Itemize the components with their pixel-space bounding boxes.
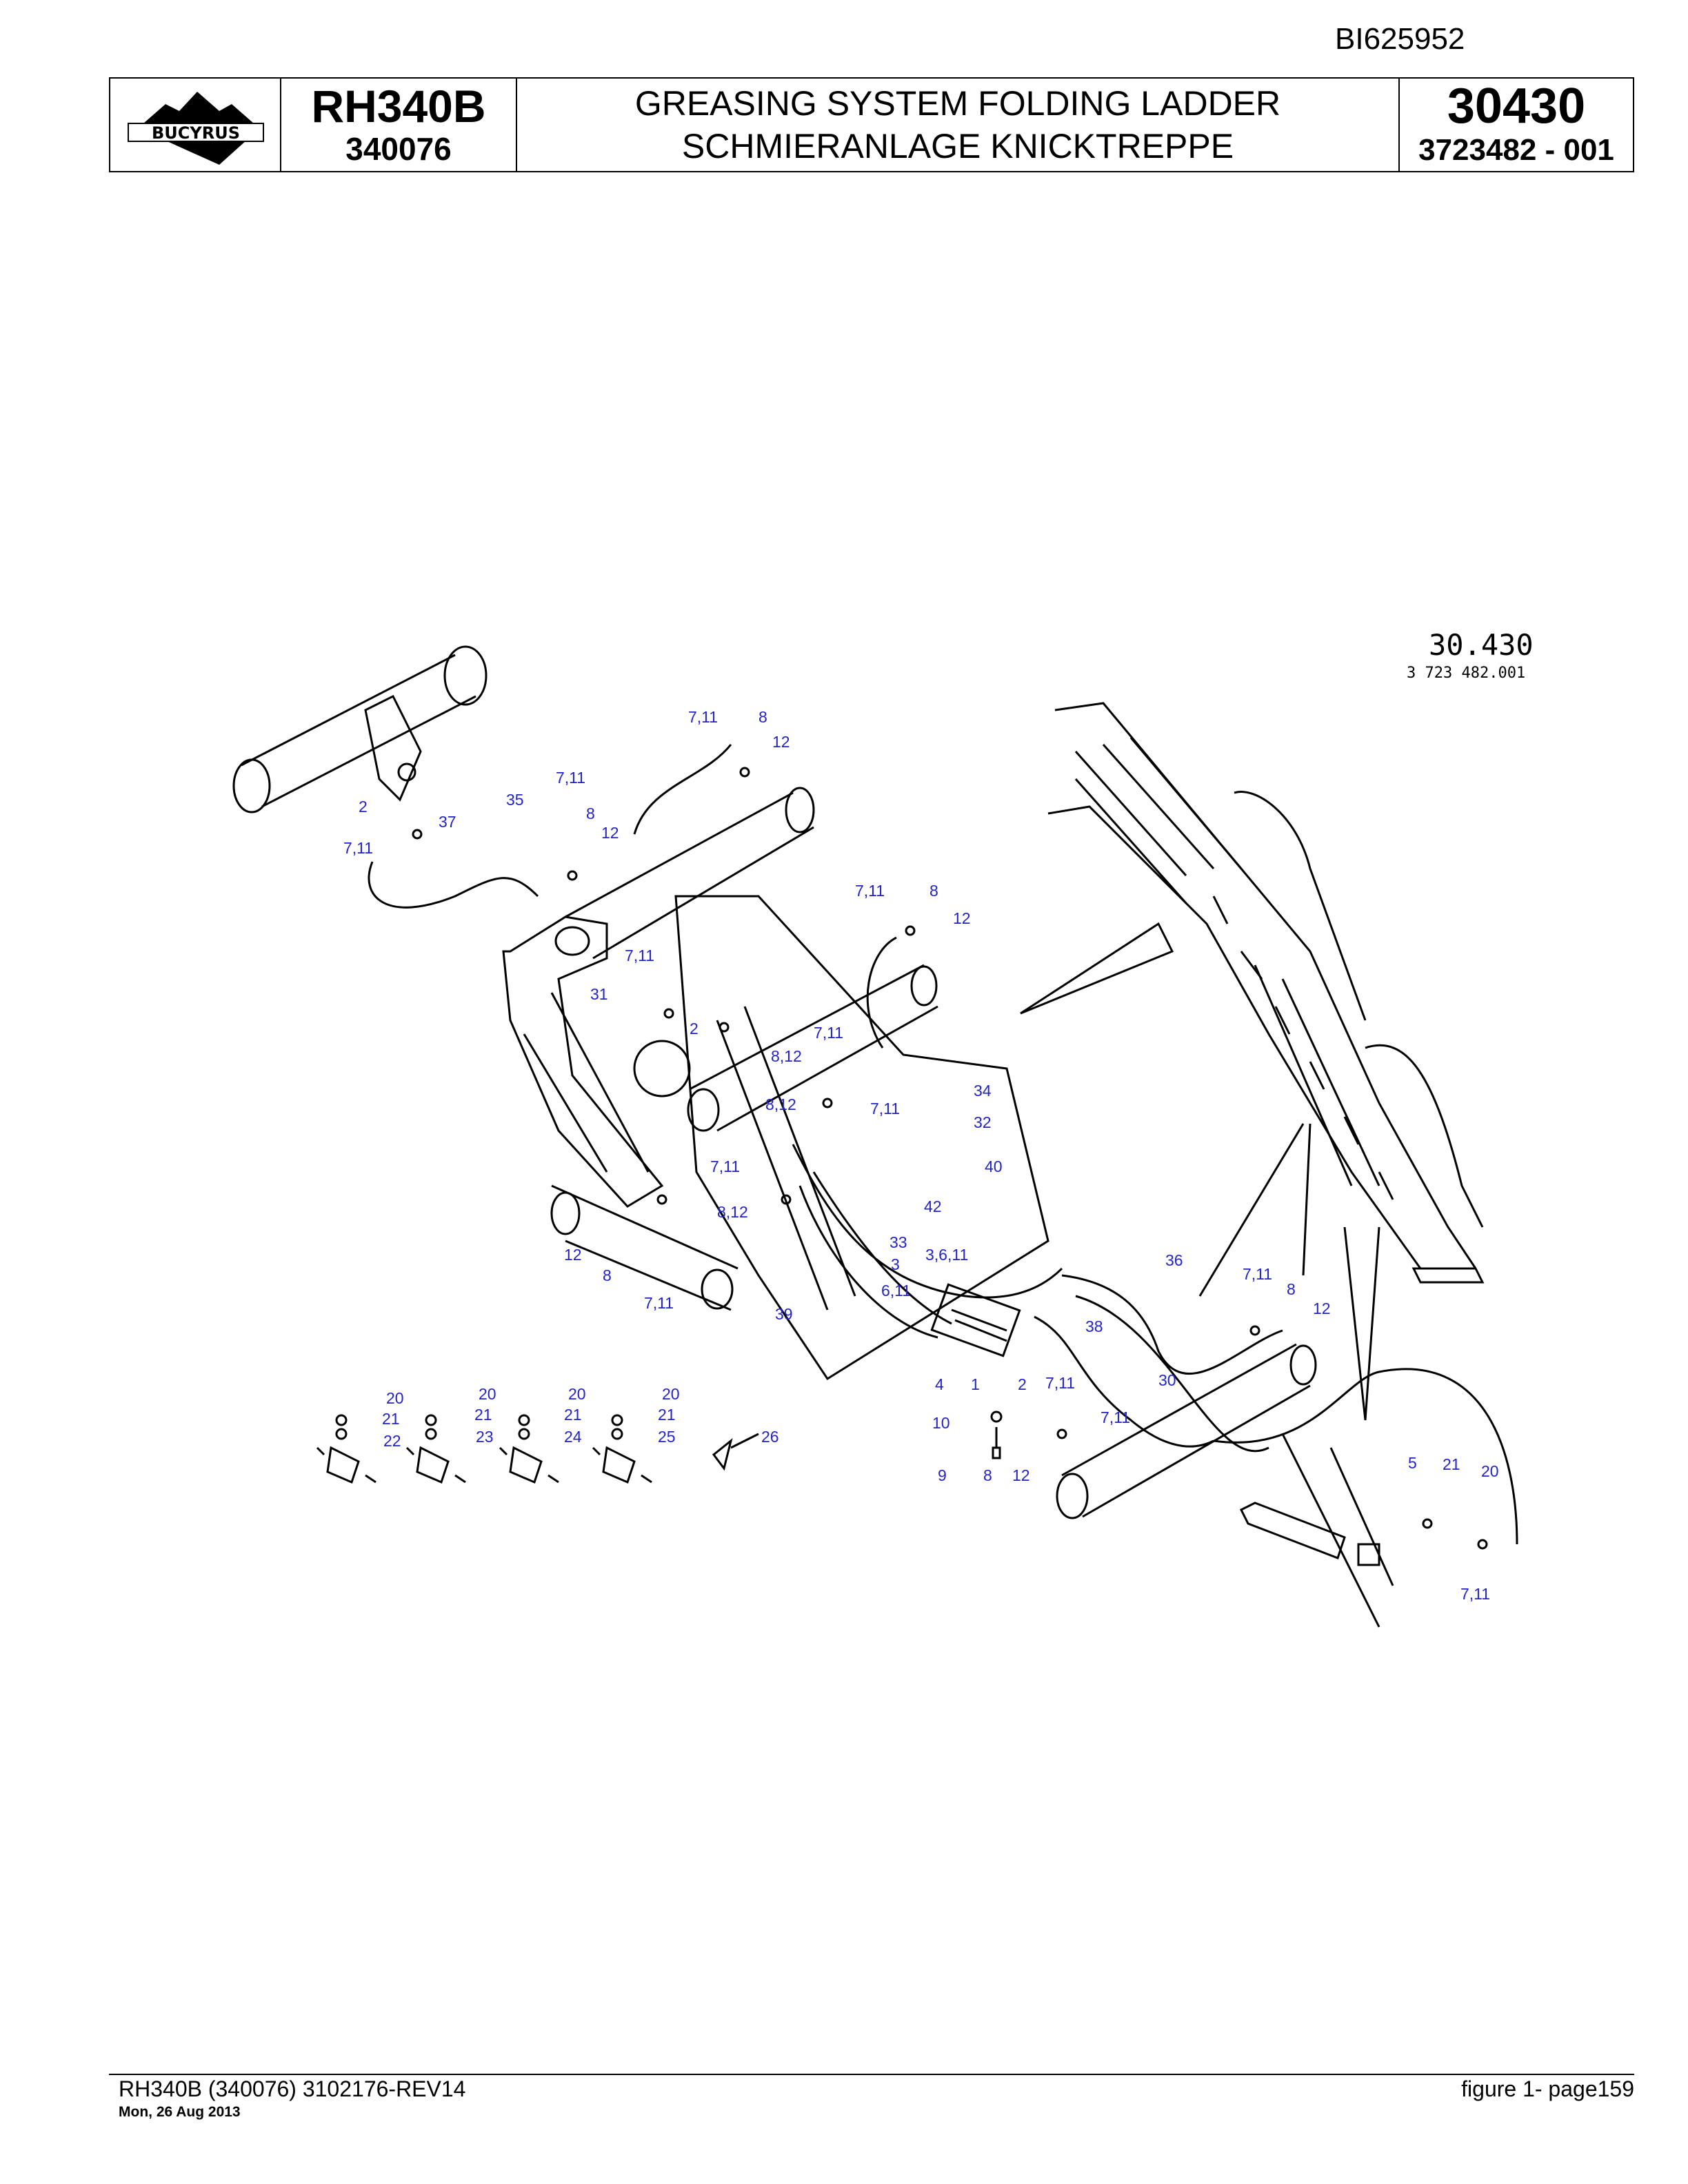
callout-label: 7,11 [1101,1408,1130,1426]
callout-label: 8 [603,1266,612,1284]
callout-label: 8,12 [717,1203,748,1221]
footer-date: Mon, 26 Aug 2013 [119,2104,241,2120]
callout-label: 12 [1012,1466,1030,1484]
bucyrus-logo: BUCYRUS [110,79,281,171]
callout-label: 12 [953,909,971,927]
callout-label: 7,11 [1243,1265,1272,1283]
callout-label: 8,12 [765,1095,796,1113]
callout-label: 37 [439,813,456,831]
callout-label: 8,12 [771,1047,802,1065]
footer-document-ref: RH340B (340076) 3102176-REV14 [119,2076,466,2101]
callout-label: 8 [586,805,595,822]
callout-label: 25 [658,1428,676,1446]
callout-label: 3 [891,1255,900,1273]
callout-label: 21 [382,1410,400,1428]
callout-label: 26 [761,1428,779,1446]
callout-label: 8 [758,708,767,726]
callout-label: 7,11 [814,1024,843,1042]
callout-label: 2 [1018,1375,1027,1393]
callout-label: 10 [932,1414,950,1432]
callout-label: 20 [479,1385,496,1403]
callout-label: 4 [935,1375,944,1393]
callout-label: 21 [474,1406,492,1424]
title-block: BUCYRUS RH340B 340076 GREASING SYSTEM FO… [109,77,1634,172]
drawing-stamp-part: 3 723 482.001 [1407,665,1525,682]
title-german: SCHMIERANLAGE KNICKTREPPE [681,127,1234,165]
callout-label: 7,11 [644,1294,674,1312]
callout-label: 7,11 [855,882,885,900]
logo-wordmark: BUCYRUS [152,123,240,143]
callout-label: 12 [601,824,619,842]
model-cell: RH340B 340076 [281,79,517,171]
callout-label: 20 [662,1385,680,1403]
callout-label: 32 [974,1113,992,1131]
footer-rule [109,2074,1634,2075]
model-name: RH340B [311,81,486,132]
callout-label: 2 [359,798,368,816]
callout-label: 20 [386,1389,404,1407]
callout-label: 22 [383,1432,401,1450]
callout-label: 1 [971,1375,980,1393]
callout-label: 7,11 [1045,1374,1075,1392]
callout-label: 23 [476,1428,494,1446]
callout-label: 2 [690,1020,699,1038]
callout-label: 33 [890,1233,907,1251]
callout-label: 20 [1481,1462,1499,1480]
callout-label: 3,6,11 [925,1246,968,1264]
mountain-logo-icon: BUCYRUS [128,92,264,165]
callout-label: 12 [564,1246,582,1264]
callout-label: 7,11 [1460,1585,1490,1603]
callout-label: 8 [1287,1280,1296,1298]
callout-label: 30 [1158,1371,1176,1389]
document-id: BI625952 [1335,22,1465,56]
callout-label: 31 [590,985,608,1003]
title-cell: GREASING SYSTEM FOLDING LADDER SCHMIERAN… [517,79,1400,171]
callout-label: 7,11 [343,839,373,857]
callout-label: 39 [775,1305,793,1323]
callout-label: 7,11 [710,1157,740,1175]
callout-label: 7,11 [625,947,654,964]
drawing-stamp-number: 30.430 [1429,628,1534,662]
callout-label: 21 [658,1406,676,1424]
callout-label: 24 [564,1428,582,1446]
callout-label: 21 [564,1406,582,1424]
callout-label: 40 [985,1157,1003,1175]
drawing-linework [232,645,1518,1628]
callout-label: 36 [1165,1251,1183,1269]
callout-label: 21 [1443,1455,1460,1473]
callout-label: 8 [983,1466,992,1484]
part-number: 3723482 - 001 [1418,133,1614,167]
callout-label: 7,11 [688,708,718,726]
callout-label: 8 [930,882,938,900]
title-english: GREASING SYSTEM FOLDING LADDER [634,84,1281,123]
callout-label: 7,11 [870,1100,900,1118]
figure-number: 30430 [1447,79,1586,134]
callout-label: 9 [938,1466,947,1484]
callout-label: 20 [568,1385,586,1403]
callout-label: 12 [1313,1300,1331,1317]
callout-label: 34 [974,1082,992,1100]
callout-label: 35 [506,791,524,809]
callout-label: 6,11 [881,1282,911,1300]
serial-number: 340076 [345,131,452,167]
callout-label: 12 [772,733,790,751]
callout-label: 42 [924,1197,942,1215]
figure-cell: 30430 3723482 - 001 [1400,79,1633,171]
callout-label: 7,11 [556,769,585,787]
footer-page-ref: figure 1- page159 [1461,2076,1634,2101]
callout-label: 38 [1085,1317,1103,1335]
callout-label: 5 [1408,1454,1417,1472]
